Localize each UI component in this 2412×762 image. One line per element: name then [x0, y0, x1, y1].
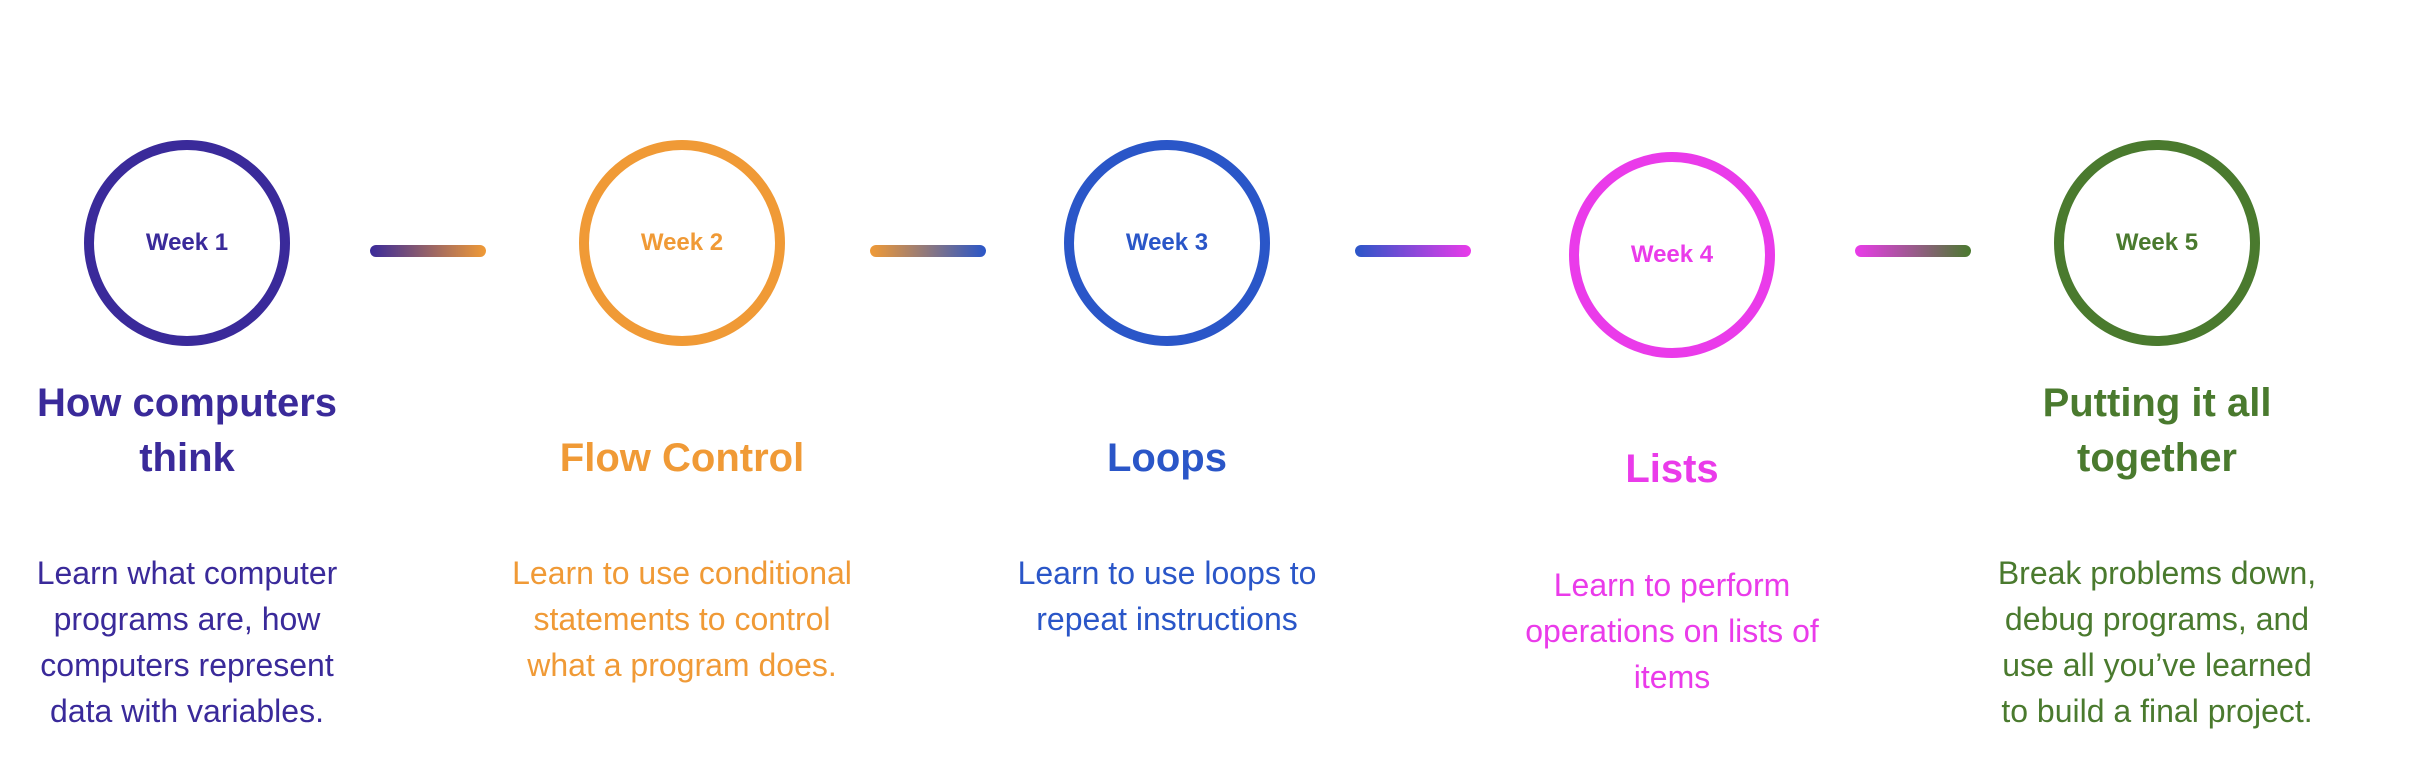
week-2-title: Flow Control [559, 436, 805, 480]
week-4-label: Week 4 [1630, 241, 1714, 268]
week-5-title: Putting it all together [2042, 381, 2272, 480]
week-4-title: Lists [1625, 447, 1719, 491]
week-5-label: Week 5 [2115, 229, 2199, 256]
connector-week-4-to-5 [1855, 245, 1971, 257]
week-2-label: Week 2 [640, 229, 724, 256]
timeline-step-week-4: Week 4 Lists Learn to perform operations… [1482, 0, 1862, 762]
week-1-description: Learn what computer programs are, how co… [36, 555, 338, 729]
week-5-circle: Week 5 [2054, 140, 2260, 346]
connector-week-2-to-3 [870, 245, 986, 257]
timeline-step-week-1: Week 1 How computers think Learn what co… [0, 0, 377, 762]
week-1-title: How computers think [36, 381, 338, 480]
week-2-description: Learn to use conditional statements to c… [512, 555, 852, 683]
connector-week-1-to-2 [370, 245, 486, 257]
connector-week-3-to-4 [1355, 245, 1471, 257]
timeline-step-week-5: Week 5 Putting it all together Break pro… [1967, 0, 2347, 762]
timeline-step-week-3: Week 3 Loops Learn to use loops to repea… [977, 0, 1357, 762]
week-3-label: Week 3 [1125, 229, 1209, 256]
week-4-circle: Week 4 [1569, 152, 1775, 358]
week-2-circle: Week 2 [579, 140, 785, 346]
week-3-title: Loops [1107, 436, 1227, 480]
week-3-description: Learn to use loops to repeat instruction… [1017, 555, 1317, 637]
week-1-label: Week 1 [145, 229, 229, 256]
week-4-description: Learn to perform operations on lists of … [1525, 567, 1819, 695]
week-1-circle: Week 1 [84, 140, 290, 346]
week-5-description: Break problems down, debug programs, and… [1997, 555, 2317, 729]
timeline-step-week-2: Week 2 Flow Control Learn to use conditi… [492, 0, 872, 762]
week-3-circle: Week 3 [1064, 140, 1270, 346]
